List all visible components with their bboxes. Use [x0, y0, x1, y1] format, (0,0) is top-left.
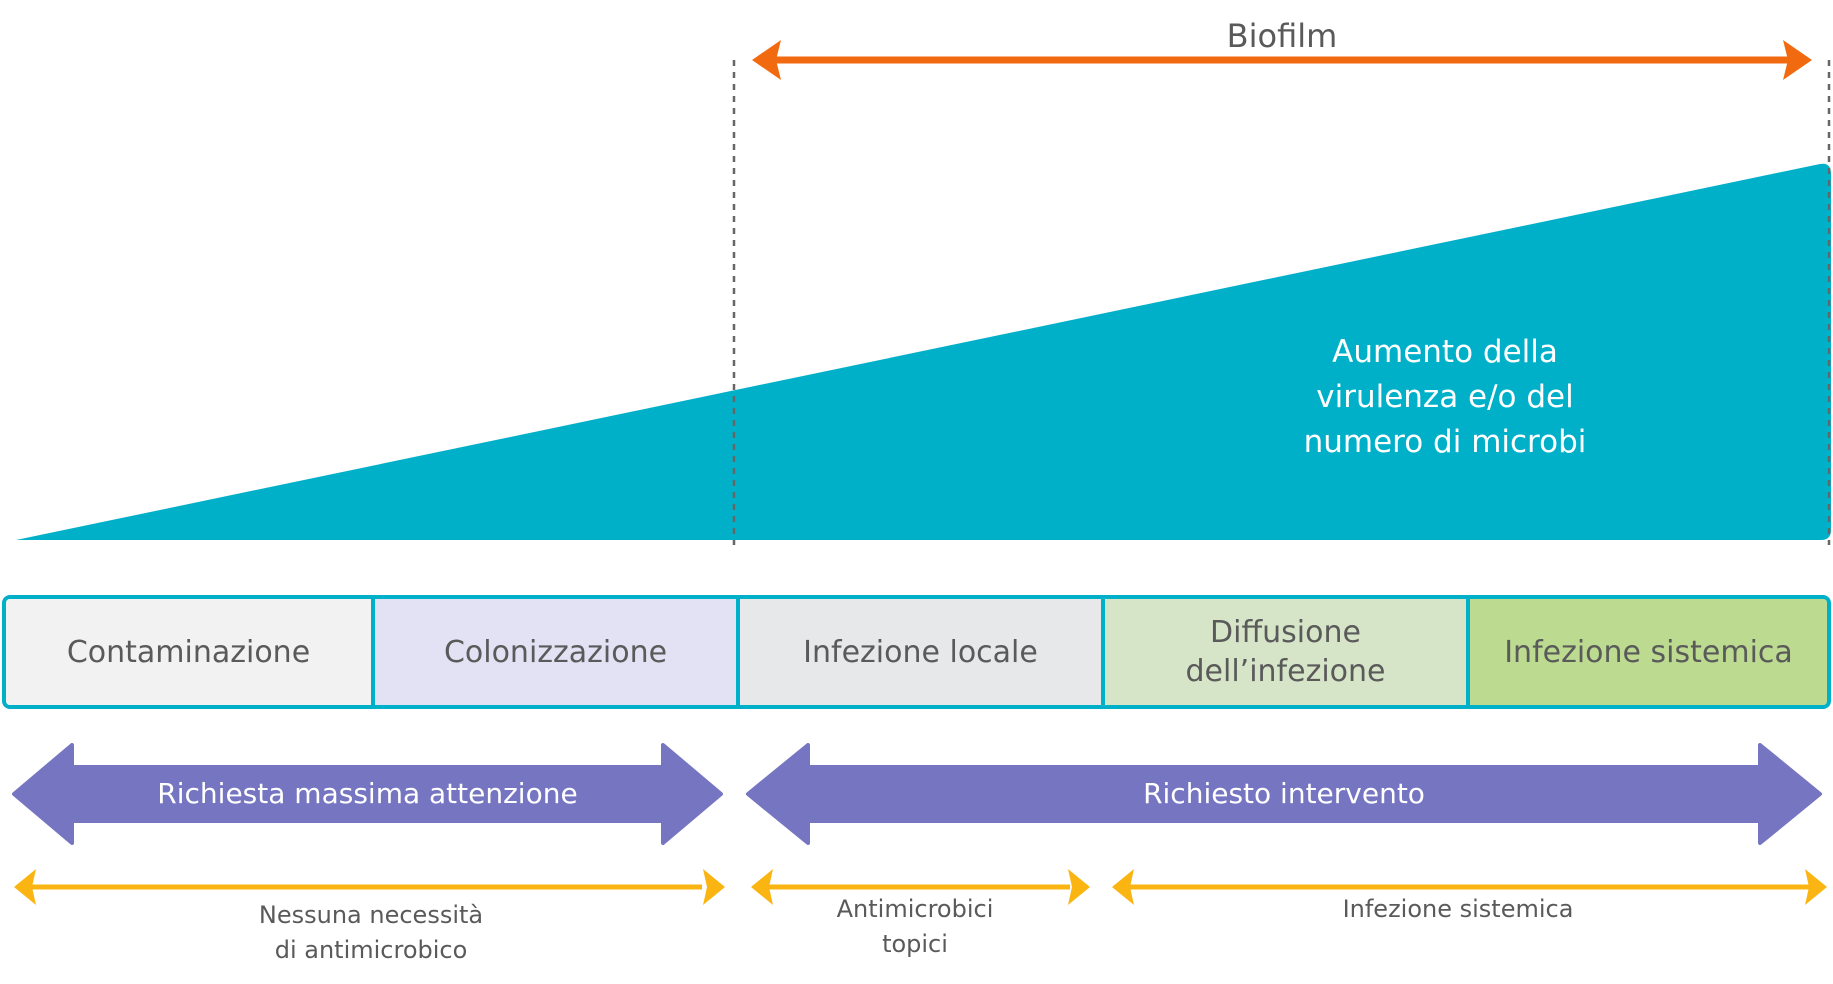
- treatment-arrow-2: [751, 869, 1090, 905]
- treatment-caption-line: topici: [882, 929, 948, 958]
- stage-colonizzazione: Colonizzazione: [371, 599, 736, 705]
- treatment-caption-line: Infezione sistemica: [1342, 895, 1574, 923]
- treatment-caption-1: Nessuna necessità di antimicrobico: [171, 898, 571, 968]
- treatment-arrow-1: [14, 869, 725, 905]
- stage-label: dell’infezione: [1185, 654, 1386, 689]
- stage-infezione-locale: Infezione locale: [736, 599, 1101, 705]
- treatment-caption-line: di antimicrobico: [274, 935, 468, 964]
- attention-left-label: Richiesta massima attenzione: [157, 777, 578, 810]
- stage-label: Colonizzazione: [443, 634, 668, 670]
- attention-arrow-left: [12, 743, 723, 845]
- stage-diffusione-infezione: Diffusione dell’infezione: [1101, 599, 1466, 705]
- treatment-caption-3: Infezione sistemica: [1258, 892, 1658, 927]
- biofilm-label: Biofilm: [1227, 17, 1338, 55]
- stage-infezione-sistemica: Infezione sistemica: [1466, 599, 1827, 705]
- stage-label: Contaminazione: [66, 634, 311, 670]
- virulence-label-line: numero di microbi: [1303, 424, 1587, 460]
- attention-arrow-right: [746, 743, 1822, 845]
- virulence-label: Aumento della virulenza e/o del numero d…: [1250, 330, 1640, 465]
- virulence-triangle: [16, 163, 1831, 540]
- treatment-arrow-3: [1112, 869, 1827, 905]
- stage-label: Infezione locale: [803, 634, 1038, 670]
- treatment-caption-2: Antimicrobici topici: [800, 892, 1030, 962]
- stage-label: Diffusione: [1210, 615, 1361, 650]
- stage-contaminazione: Contaminazione: [6, 599, 371, 705]
- treatment-caption-line: Antimicrobici: [836, 895, 994, 923]
- virulence-label-line: virulenza e/o del: [1316, 379, 1574, 415]
- stage-label: Infezione sistemica: [1504, 634, 1793, 670]
- treatment-caption-line: Nessuna necessità: [258, 901, 484, 929]
- stages-bar: Contaminazione Colonizzazione Infezione …: [2, 595, 1831, 709]
- attention-right-label: Richiesto intervento: [1143, 777, 1425, 810]
- virulence-label-line: Aumento della: [1332, 334, 1558, 370]
- biofilm-arrow: [752, 40, 1812, 80]
